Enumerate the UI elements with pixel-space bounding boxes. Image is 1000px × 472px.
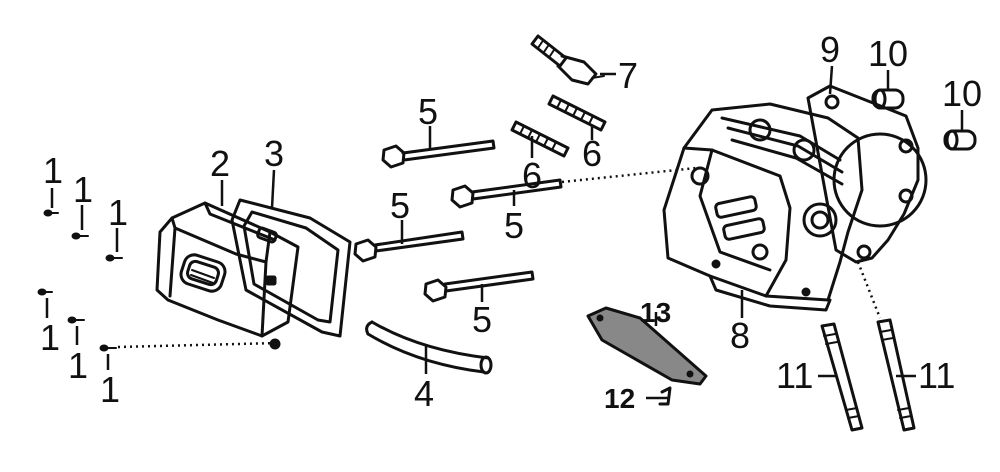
- callout-7: 7: [618, 55, 638, 96]
- stud-6b: [547, 94, 607, 132]
- callout-5b: 5: [504, 205, 524, 246]
- callout-10a: 10: [868, 33, 908, 74]
- assembly-line-stud: [856, 261, 882, 319]
- callout-9: 9: [820, 29, 840, 70]
- callout-1d: 1: [40, 317, 60, 358]
- leader-9: [828, 65, 834, 95]
- callout-5d: 5: [472, 299, 492, 340]
- callout-1e: 1: [68, 345, 88, 386]
- stud-bolt-11a: [820, 322, 864, 432]
- callout-3: 3: [264, 133, 284, 174]
- screw-group: [37, 209, 123, 352]
- callout-12: 12: [604, 383, 635, 414]
- head-bolt-5c: [353, 230, 465, 263]
- callout-5c: 5: [390, 185, 410, 226]
- callout-1a: 1: [43, 150, 63, 191]
- assembly-line-screw: [117, 341, 279, 349]
- dowel-pin-10a: [871, 88, 905, 110]
- callout-6a: 6: [522, 155, 542, 196]
- screw-1e: [67, 316, 85, 324]
- callout-2: 2: [210, 143, 230, 184]
- stud-bolt-11b: [876, 318, 916, 432]
- cylinder-head-cover: [155, 201, 300, 350]
- callout-1c: 1: [108, 192, 128, 233]
- callout-5a: 5: [418, 91, 438, 132]
- screw-1d: [37, 288, 53, 296]
- callout-1f: 1: [100, 369, 120, 410]
- callout-13: 13: [640, 297, 671, 328]
- head-bolt-5a: [381, 139, 496, 169]
- heat-shield: [586, 306, 708, 386]
- leader-3: [270, 169, 276, 209]
- head-bolt-5d: [423, 270, 535, 303]
- head-bolt-5b: [450, 178, 563, 209]
- spark-plug: [530, 34, 605, 86]
- breather-tube: [365, 320, 493, 375]
- stud-6a: [510, 120, 570, 158]
- callout-4: 4: [414, 373, 434, 414]
- callout-11a: 11: [776, 355, 813, 396]
- callout-11b: 11: [918, 355, 955, 396]
- callout-1b: 1: [73, 169, 93, 210]
- screw-1a: [43, 209, 59, 217]
- screw-1c: [105, 254, 123, 262]
- assembly-line-bolt: [561, 166, 697, 184]
- cylinder-head: [662, 102, 864, 312]
- small-screw-12: [646, 386, 672, 406]
- callout-6b: 6: [582, 133, 602, 174]
- dowel-pin-10b: [943, 129, 977, 151]
- callout-10b: 10: [942, 73, 982, 114]
- screw-1b: [71, 232, 89, 240]
- callout-8: 8: [730, 315, 750, 356]
- cover-gasket: [230, 198, 352, 338]
- screw-1f: [99, 344, 117, 352]
